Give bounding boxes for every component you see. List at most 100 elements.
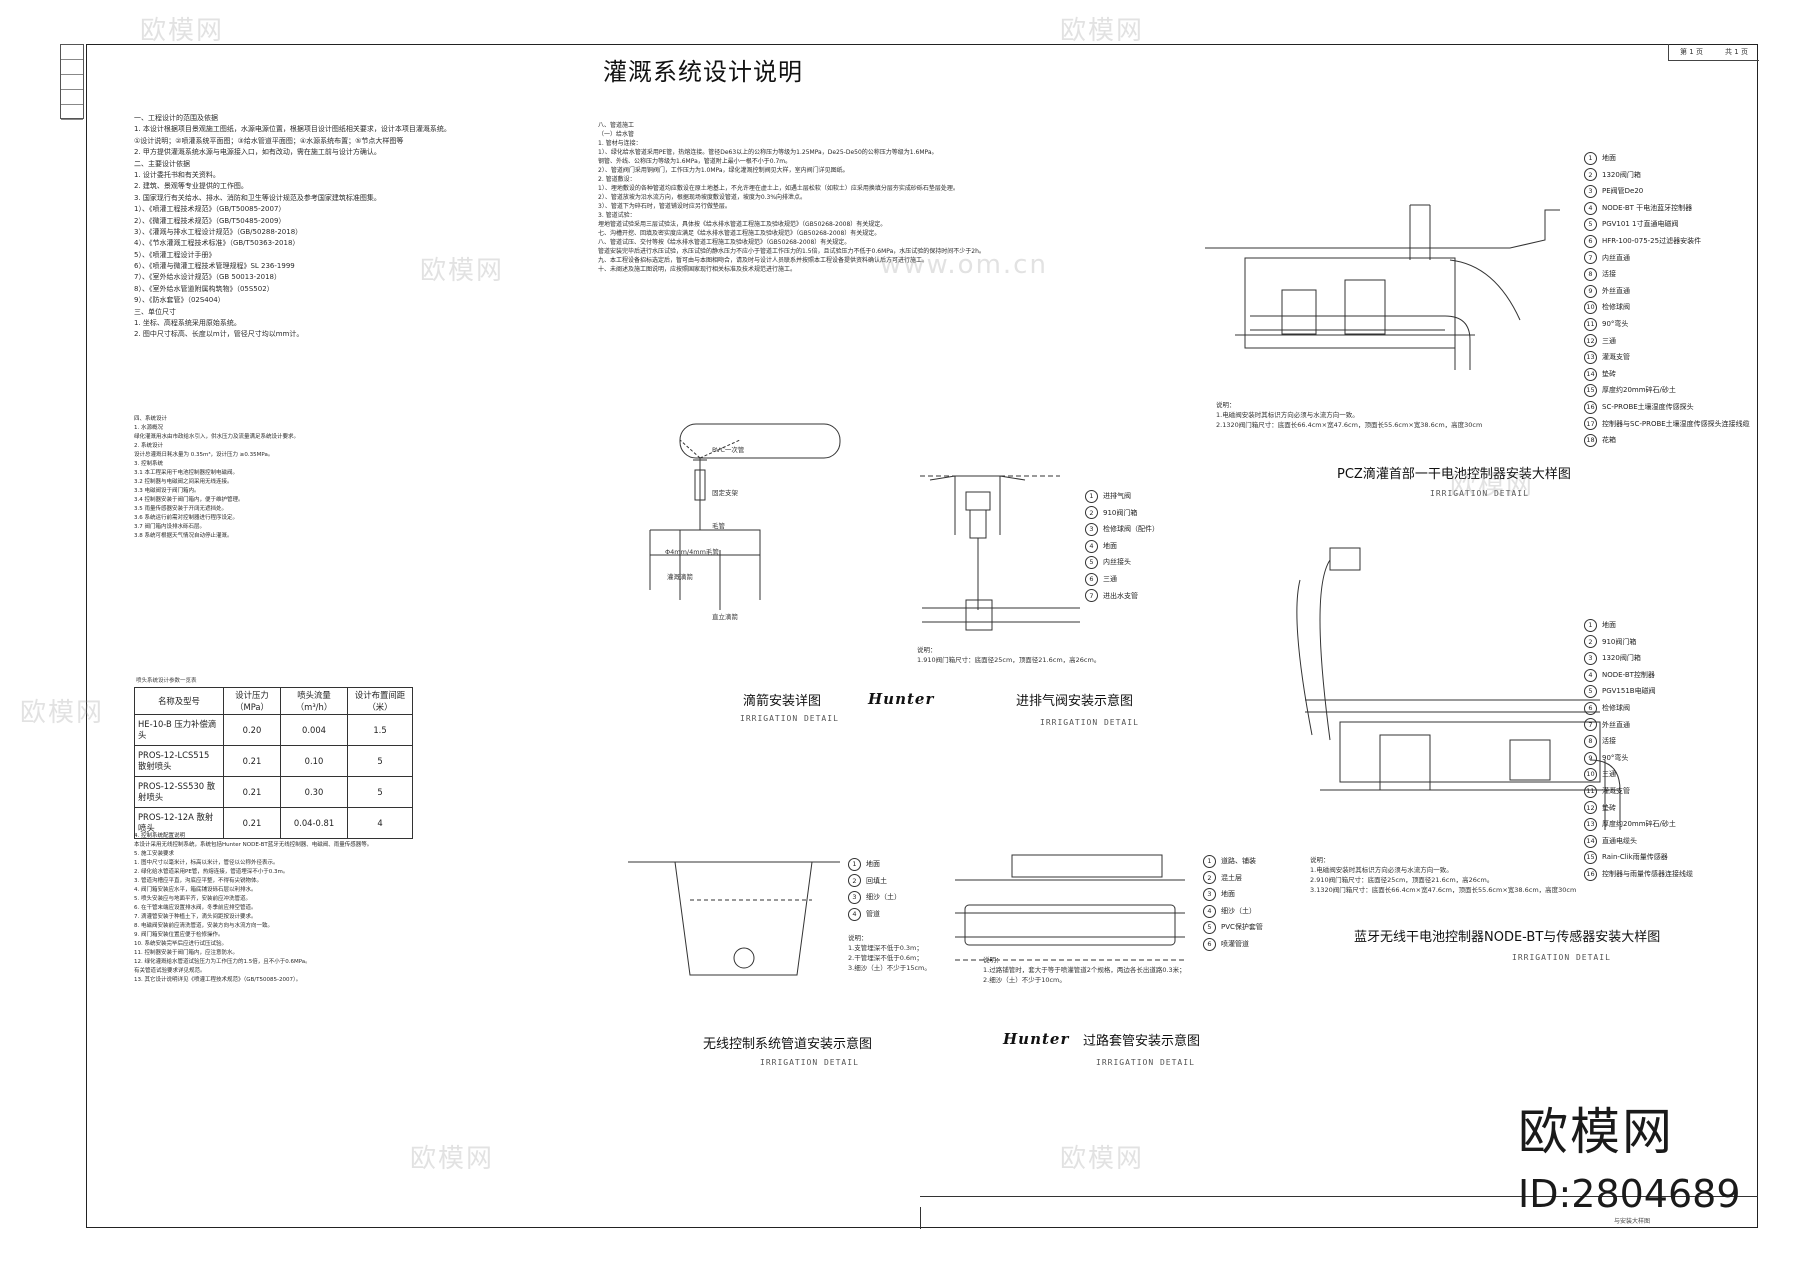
legend-number: 3 [1584, 651, 1597, 665]
text-line: 3.4 控制器安装于阀门箱内，便于维护管理。 [134, 497, 244, 503]
legend-number: 13 [1584, 817, 1597, 831]
text-line: （一）给水管 [598, 131, 635, 138]
legend-label: 地面 [1103, 541, 1117, 550]
text-line: 13. 其它设计说明详见《喷灌工程技术规范》（GB/T50085-2007）。 [134, 977, 302, 983]
legend-label: PVC保护套管 [1221, 923, 1263, 932]
text-line: 7）、《室外给水设计规范》（GB 50013-2018） [134, 273, 282, 282]
legend-label: 厚度约20mm碎石/砂土 [1602, 386, 1676, 395]
strip-cell [61, 45, 83, 60]
title-block-label: 与安装大样图 [1614, 1218, 1651, 1225]
legend-label: SC-PROBE土壤湿度传感探头 [1602, 402, 1694, 411]
text-line: 十、未阐述及施工图说明，应按照国家现行相关标准及技术规范进行施工。 [598, 266, 797, 273]
sprinkler-parameter-table: 名称及型号 设计压力（MPa） 喷头流量（m³/h） 设计布置间距（米） HE-… [134, 687, 413, 839]
strip-cell [61, 60, 83, 75]
text-line: 7. 滴灌管安装于种植土下，滴头间距按设计要求。 [134, 914, 257, 920]
text-line: 8. 电磁阀安装前应清洗管道，安装方向与水流方向一致。 [134, 923, 273, 929]
table-cell: 0.10 [280, 745, 348, 777]
drawing-frame [86, 44, 1758, 1228]
legend-label: 三通 [1602, 770, 1616, 779]
text-line: 八、管道试压、交付等按《给水排水管道工程施工及验收规范》（GB50268-200… [598, 239, 851, 246]
legend-label: 垫砖 [1602, 369, 1616, 378]
legend-number: 12 [1584, 334, 1597, 348]
table-cell: 1.5 [347, 714, 413, 746]
legend-number: 5 [1584, 685, 1597, 699]
legend-label: 管道 [866, 909, 880, 918]
watermark: www.om.cn [880, 250, 1048, 280]
text-line: 1. 水源概况 [134, 425, 163, 431]
dripper-label: 灌溉滴箭 [667, 573, 693, 581]
note-line: 2.910阀门箱尺寸：底面径25cm，顶面径21.6cm，高26cm。 [1310, 876, 1494, 884]
table-cell: 0.04-0.81 [280, 807, 348, 839]
legend-label: PE阀管De20 [1602, 187, 1644, 196]
text-line: 10. 系统安装完毕后应进行试压试验。 [134, 941, 227, 947]
strip-cell [61, 90, 83, 105]
table-row: PROS-12-SS530 散射喷头 0.21 0.30 5 [134, 776, 413, 808]
watermark-brand: 欧模网 [1518, 1103, 1674, 1161]
legend-label: 90°弯头 [1602, 753, 1629, 762]
trench-detail-drawing [628, 861, 840, 976]
table-row: PROS-12-12A 散射喷头 0.21 0.04-0.81 4 [134, 807, 413, 839]
legend-label: 910阀门箱 [1103, 508, 1138, 517]
text-line: 2）、管道放坡为沿水流方向，根据现场坡度敷设管道，坡度为0.3%向排泄点。 [598, 194, 807, 201]
table-cell: 5 [347, 745, 413, 777]
text-line: 3.2 控制器与电磁阀之间采用无线连接。 [134, 479, 233, 485]
table-cell: 4 [347, 807, 413, 839]
note-line: 说明： [917, 646, 937, 654]
legend-label: 内丝接头 [1103, 558, 1131, 567]
note-line: 说明： [1310, 856, 1330, 864]
text-line: 1. 本设计根据项目景观施工图纸，水源电源位置，根据项目设计图纸相关要求，设计本… [134, 125, 451, 134]
text-line: 11. 控制器安装于阀门箱内，应注意防水。 [134, 950, 238, 956]
text-line: 1. 坐标、高程系统采用原始系统。 [134, 319, 241, 328]
legend-label: 910阀门箱 [1602, 637, 1637, 646]
trench-detail-title: 无线控制系统管道安装示意图 [703, 1037, 873, 1052]
legend-label: 90°弯头 [1602, 319, 1629, 328]
legend-label: 直通电缆头 [1602, 836, 1637, 845]
legend-number: 18 [1584, 433, 1597, 447]
dripper-label: PVC一次管 [712, 446, 745, 454]
text-line: 3.8 系统可根据天气情况自动停止灌溉。 [134, 533, 233, 539]
text-line: 四、系统设计 [134, 416, 168, 422]
legend-number: 2 [1085, 506, 1098, 520]
note-line: 1.910阀门箱尺寸：底面径25cm，顶面径21.6cm，高26cm。 [917, 656, 1101, 664]
dripper-label: 固定支架 [712, 489, 738, 497]
title-block-cell [920, 1207, 921, 1229]
table-header: 设计压力（MPa） [223, 687, 281, 715]
sleeve-detail-drawing [955, 854, 1185, 961]
text-line: 二、主要设计依据 [134, 159, 190, 168]
note-line: 1.支管埋深不低于0.3m； [848, 944, 923, 952]
pcz-notes: 说明：1.电磁阀安装时其标识方向必须与水流方向一致。2.1320阀门箱尺寸：底面… [1216, 400, 1482, 430]
legend-number: 3 [1584, 184, 1597, 198]
legend-number: 1 [848, 857, 861, 871]
note-line: 说明： [848, 934, 868, 942]
legend-number: 9 [1584, 284, 1597, 298]
strip-cell [61, 105, 83, 120]
legend-number: 1 [1584, 618, 1597, 632]
legend-label: 灌溉支管 [1602, 786, 1630, 795]
legend-label: 1320阀门箱 [1602, 170, 1641, 179]
text-line: 3.1 本工程采用干电池控制器控制电磁阀。 [134, 470, 238, 476]
text-line: 2）、管道阀门采用铜阀门，工作压力为1.0MPa，绿化灌溉控制阀见大样，室内阀门… [598, 167, 849, 174]
legend-label: 地面 [1602, 154, 1616, 162]
text-line: 3.5 雨量传感器安装于开阔无遮挡处。 [134, 506, 227, 512]
